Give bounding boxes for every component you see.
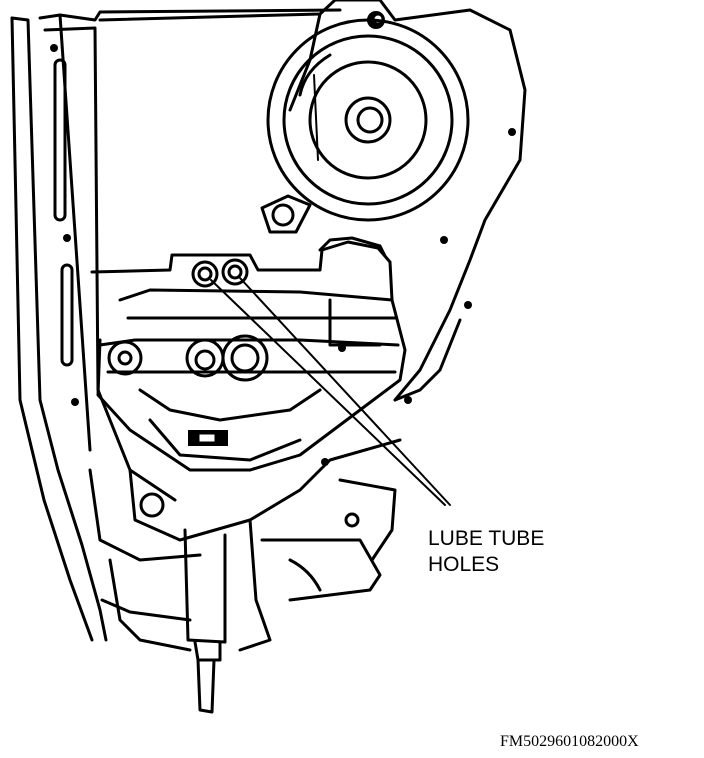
callout-leader-lines	[210, 277, 451, 506]
callout-line-2: HOLES	[428, 553, 500, 576]
callout-line-1: LUBE TUBE	[428, 527, 545, 550]
lube-tube-hole-right	[221, 258, 249, 286]
valve-body	[90, 236, 407, 472]
pump-housing	[98, 0, 527, 402]
fittings	[107, 334, 269, 382]
figure-id: FM5029601082000X	[500, 733, 639, 750]
lower-case	[88, 438, 402, 652]
output-shaft	[183, 528, 227, 714]
lube-tube-holes-label: LUBE TUBE HOLES	[428, 526, 598, 578]
left-flange	[43, 26, 177, 502]
lube-tube-hole-left	[191, 260, 219, 288]
bracket-eye	[260, 194, 312, 234]
right-bolt-bosses	[393, 318, 462, 404]
